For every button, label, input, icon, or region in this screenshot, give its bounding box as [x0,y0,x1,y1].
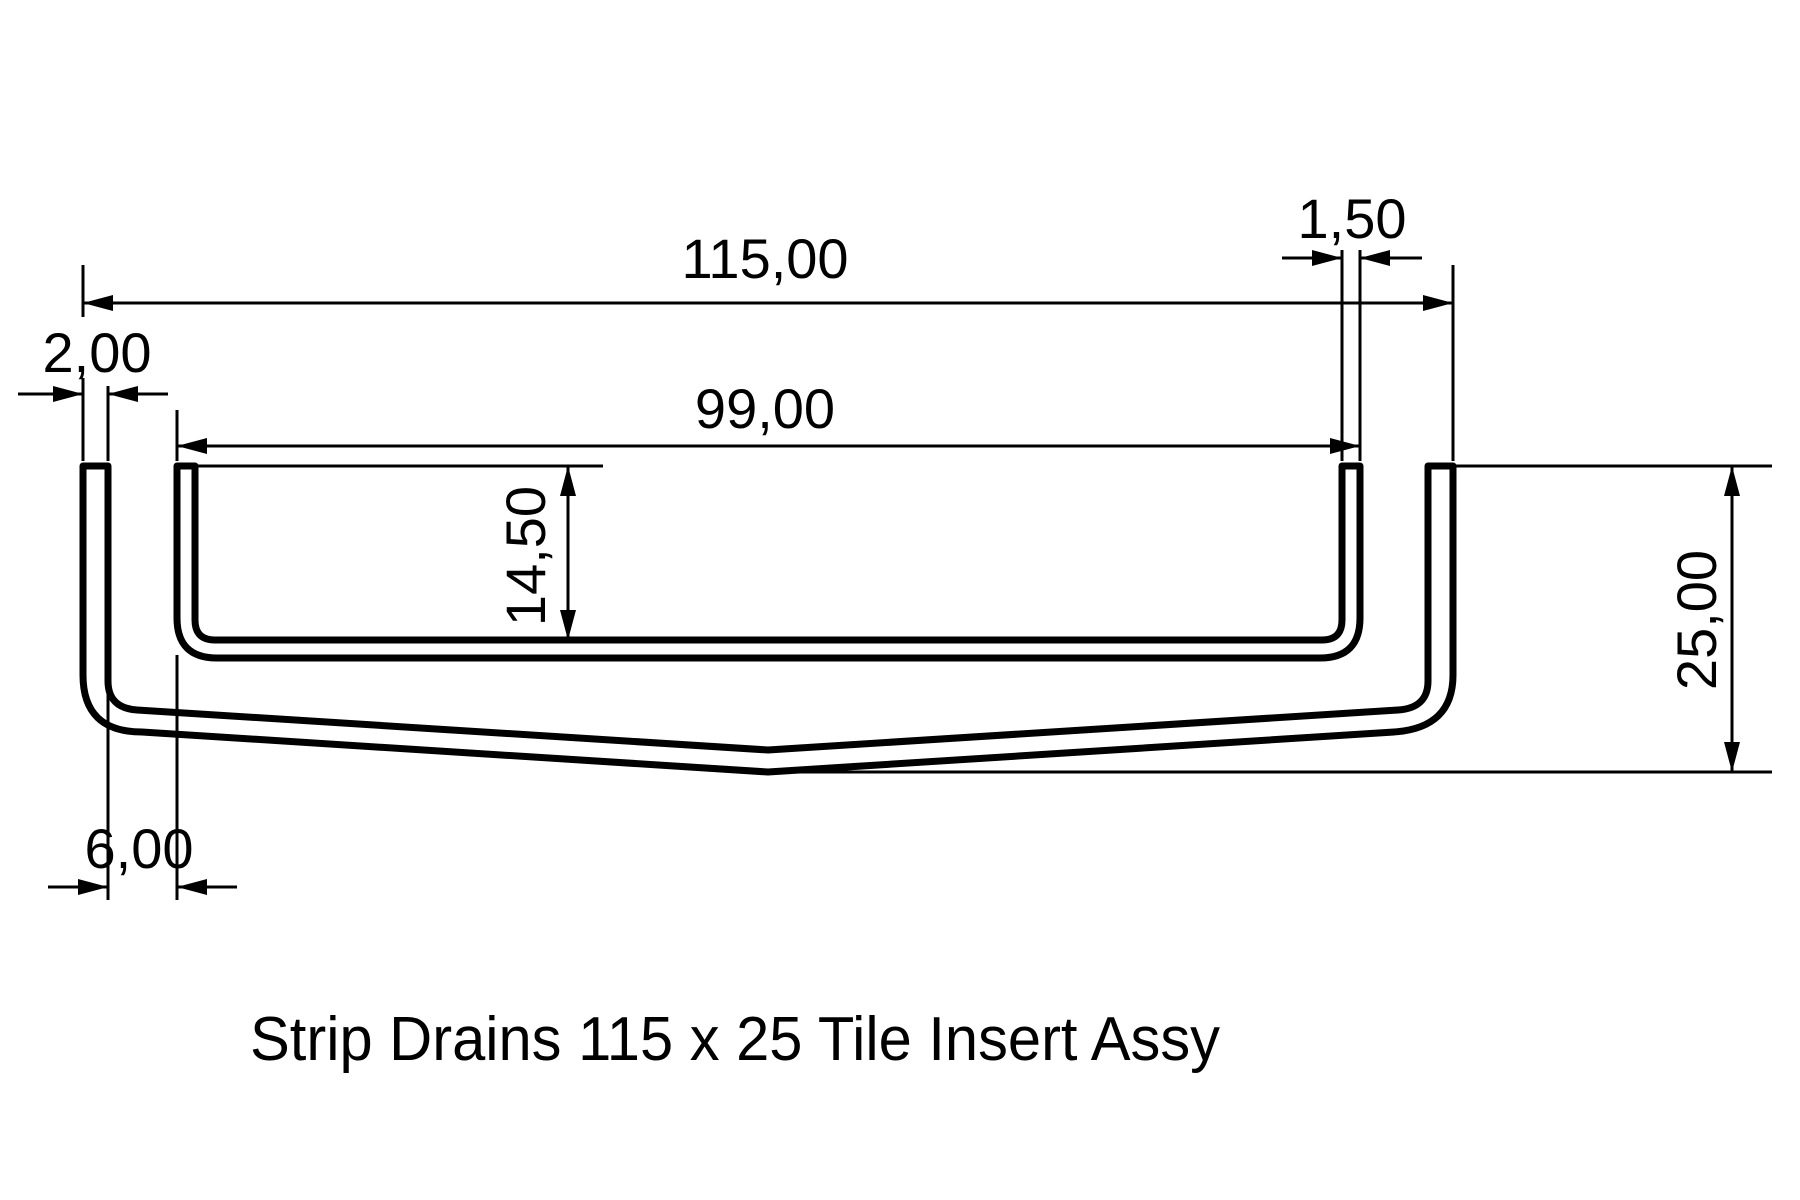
label-insert-width: 99,00 [695,377,835,440]
label-overall-width: 115,00 [681,227,848,290]
arrow-overall-width-right [1423,295,1453,311]
arrow-gap-right [177,879,207,895]
arrow-insert-width-left [177,438,207,454]
drawing-title: Strip Drains 115 x 25 Tile Insert Assy [250,1005,1220,1074]
dimension-labels: 115,00 99,00 1,50 2,00 6,00 14,50 25,00 [43,187,1729,880]
extension-lines [81,250,1772,900]
arrow-overall-height-top [1724,466,1740,496]
arrow-insert-width-right [1330,438,1360,454]
arrow-gap-left [78,879,108,895]
arrow-channel-wall-right [108,386,138,402]
arrow-overall-width-left [83,295,113,311]
dimension-arrowheads [53,250,1740,895]
label-insert-depth: 14,50 [494,486,557,626]
arrow-channel-wall-left [53,386,83,402]
label-insert-wall-thickness: 1,50 [1298,187,1407,250]
arrow-insert-wall-left [1312,250,1342,266]
arrow-insert-wall-right [1360,250,1390,266]
arrow-insert-depth-top [560,466,576,496]
arrow-insert-depth-bottom [560,610,576,640]
label-channel-insert-gap: 6,00 [85,817,194,880]
label-overall-height: 25,00 [1665,550,1728,690]
tile-insert-profile-outline [173,462,1364,662]
arrow-overall-height-bottom [1724,742,1740,772]
label-channel-wall-thickness: 2,00 [43,321,152,384]
